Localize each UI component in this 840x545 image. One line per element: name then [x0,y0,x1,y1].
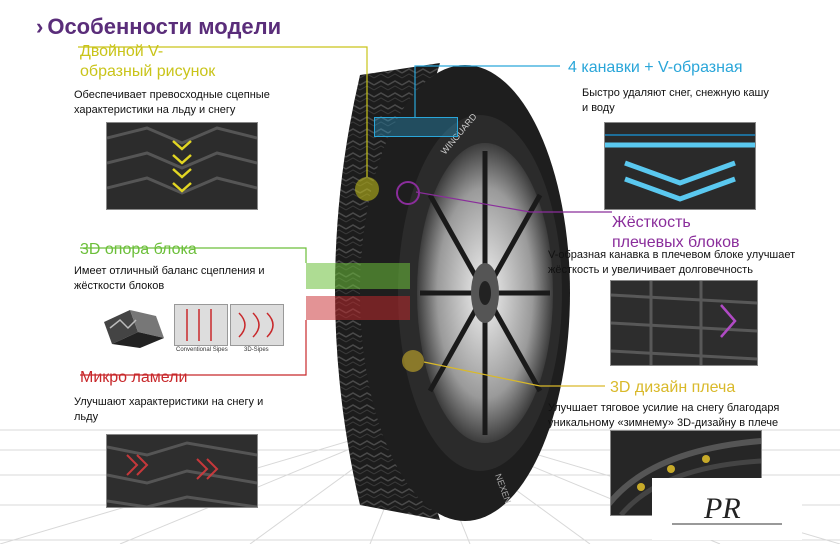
shoulder-stiffness-thumbnail [610,280,758,366]
feature-shoulder-stiffness-title: Жёсткость плечевых блоков [612,214,740,251]
svg-text:PR: PR [703,492,741,525]
three-d-sipes-label: 3D-Sipes [244,347,269,353]
shoulder-3d-marker [402,350,424,372]
micro-sipes-highlight [306,296,410,320]
chevron-right-icon: › [36,14,44,39]
tire-illustration: WINGUARD NEXEN [335,63,570,521]
feature-v-pattern-desc: Обеспечивает превосходные сцепные характ… [74,89,270,116]
block-support-3d-icon [104,310,164,348]
three-d-sipes-image [230,304,284,346]
feature-shoulder-3d-desc: Улучшает тяговое усилие на снегу благода… [548,402,780,429]
conventional-sipes-icon [186,309,212,341]
feature-block-support-desc: Имеет отличный баланс сцепления и жёстко… [74,265,265,292]
feature-micro-sipes-title: Микро ламели [80,369,188,386]
pr-logo-icon: PR [672,492,782,525]
feature-v-pattern-title: Двойной V- образный рисунок [80,43,216,80]
brand-logo: PR [652,478,802,540]
feature-grooves-desc: Быстро удаляют снег, снежную кашу и воду [582,87,769,114]
three-d-sipes-icon [238,312,274,338]
conventional-sipes-label: Conventional Sipes [176,347,228,353]
feature-shoulder-3d-title: 3D дизайн плеча [610,379,736,396]
grooves-thumbnail [604,122,756,210]
conventional-sipes-image [174,304,228,346]
feature-micro-sipes-desc: Улучшают характеристики на снегу и льду [74,396,264,423]
grooves-highlight [374,117,458,137]
micro-sipes-thumbnail [106,434,258,508]
block-support-highlight [306,263,410,289]
feature-shoulder-stiffness-desc: V-образная канавка в плечевом блоке улуч… [548,249,796,276]
feature-grooves-title: 4 канавки + V-образная [568,59,743,76]
page-title: ›Особенности модели [36,14,282,39]
v-pattern-marker [355,177,379,201]
v-pattern-thumbnail [106,122,258,210]
feature-block-support-title: 3D опора блока [80,241,197,258]
